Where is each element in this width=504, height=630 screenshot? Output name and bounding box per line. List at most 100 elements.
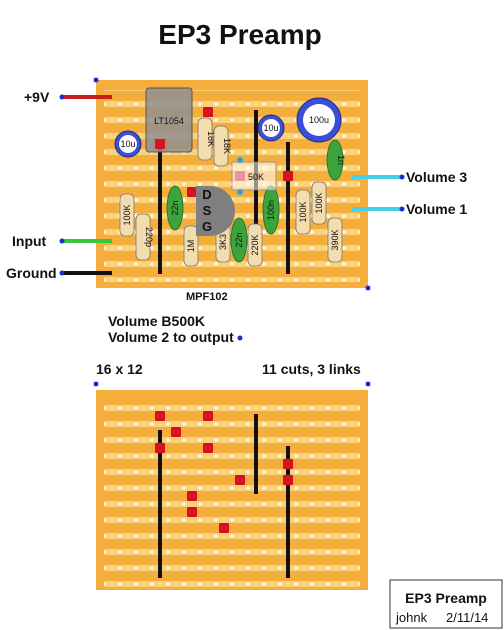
- svg-text:1n: 1n: [336, 155, 346, 165]
- svg-text:220p: 220p: [144, 227, 154, 247]
- svg-text:100K: 100K: [298, 201, 308, 222]
- resistor-18k: 18K: [197, 117, 216, 161]
- corner-dot: [93, 77, 99, 83]
- resistor-220k: 220K: [247, 223, 263, 267]
- svg-text:G: G: [202, 219, 212, 234]
- ic-body: [145, 87, 193, 153]
- title-block-date: 2/11/14: [446, 610, 488, 625]
- link: [286, 446, 290, 578]
- resistor-100k-left: 100K: [119, 193, 135, 237]
- capacitor-10u-mid: 10u: [257, 114, 285, 142]
- bottom-board: [96, 390, 368, 590]
- wire-end-dot: [59, 94, 65, 100]
- resistor-390k: 390K: [327, 217, 343, 263]
- film-capacitors: 1n 22n 22n 100n: [166, 139, 346, 263]
- svg-text:22n: 22n: [234, 232, 244, 247]
- resistor-1m: 1M: [183, 225, 199, 267]
- title-block-author: johnk: [395, 610, 428, 625]
- svg-text:100K: 100K: [314, 192, 324, 213]
- title-block: EP3 Preamp johnk 2/11/14: [389, 579, 503, 629]
- svg-text:100K: 100K: [122, 204, 132, 225]
- svg-text:100n: 100n: [266, 200, 276, 220]
- wire-9v: [62, 95, 112, 99]
- capacitor-220p: 220p: [135, 213, 154, 261]
- off-board-wires: [59, 94, 405, 276]
- cut-marker: [187, 187, 197, 197]
- wire-end-dot: [59, 270, 65, 276]
- svg-text:50K: 50K: [248, 172, 264, 182]
- cut-marker: [219, 523, 229, 533]
- wire-end-dot: [399, 174, 405, 180]
- label-volume1: Volume 1: [406, 201, 467, 217]
- svg-text:D: D: [202, 187, 211, 202]
- svg-text:18K: 18K: [206, 131, 216, 147]
- svg-text:220K: 220K: [250, 234, 260, 255]
- cut-marker: [203, 411, 213, 421]
- capacitor-10u-left: 10u: [114, 130, 142, 158]
- corner-dot: [365, 285, 371, 291]
- notes-line1: Volume B500K: [108, 313, 205, 329]
- cut-marker: [283, 171, 293, 181]
- cut-marker: [283, 475, 293, 485]
- ic-lt1054: LT1054: [145, 87, 193, 153]
- svg-text:10u: 10u: [120, 139, 135, 149]
- cut-marker: [187, 491, 197, 501]
- page-title: EP3 Preamp: [158, 19, 321, 50]
- cut-marker: [235, 475, 245, 485]
- bottom-board-strips: [104, 398, 360, 590]
- wire-ground: [62, 271, 112, 275]
- cut-marker: [203, 107, 213, 117]
- capacitor-22n-left: 22n: [166, 185, 184, 231]
- cut-marker: [155, 139, 165, 149]
- corner-dot: [365, 381, 371, 387]
- label-ground: Ground: [6, 265, 57, 281]
- label-volume3: Volume 3: [406, 169, 467, 185]
- svg-text:3K3: 3K3: [218, 234, 228, 250]
- corner-dot: [93, 381, 99, 387]
- trimmer-50k: 50K: [231, 157, 277, 195]
- resistor-100k-right2: 100K: [311, 181, 327, 225]
- cut-marker: [187, 507, 197, 517]
- svg-text:390K: 390K: [330, 229, 340, 250]
- label-9v: +9V: [24, 89, 50, 105]
- link: [158, 142, 162, 274]
- cut-marker: [171, 427, 181, 437]
- svg-text:1M: 1M: [186, 240, 196, 253]
- notes-line2: Volume 2 to output: [108, 329, 234, 345]
- wire-end-dot: [399, 206, 405, 212]
- wire-volume1: [352, 207, 402, 211]
- jfet-mpf102: D S G: [196, 186, 235, 236]
- wire-end-dot: [59, 238, 65, 244]
- cut-marker: [155, 443, 165, 453]
- cut-marker: [283, 459, 293, 469]
- label-transistor: MPF102: [186, 291, 228, 303]
- corner-dot: [237, 335, 243, 341]
- title-block-title: EP3 Preamp: [405, 590, 487, 606]
- label-input: Input: [12, 233, 47, 249]
- svg-text:10u: 10u: [263, 123, 278, 133]
- electrolytic-capacitors: 10u 10u 100u: [114, 97, 342, 158]
- label-board-size: 16 x 12: [96, 361, 143, 377]
- capacitor-22n-mid: 22n: [230, 217, 248, 263]
- wire-input: [62, 239, 112, 243]
- cut-marker: [203, 443, 213, 453]
- link: [158, 430, 162, 578]
- link: [254, 414, 258, 494]
- svg-text:S: S: [203, 203, 212, 218]
- ic-label: LT1054: [154, 116, 184, 126]
- svg-text:100u: 100u: [309, 115, 329, 125]
- bottom-cuts: [155, 411, 293, 533]
- resistors: 18K 18K 100K 1M 3K3 220K 100K 100K: [119, 117, 343, 267]
- capacitor-100u: 100u: [296, 97, 342, 143]
- capacitor-1n: 1n: [326, 139, 346, 181]
- capacitor-100n: 100n: [262, 185, 280, 235]
- cut-marker: [155, 411, 165, 421]
- resistor-100k-right: 100K: [295, 189, 311, 235]
- svg-text:18K: 18K: [222, 138, 232, 154]
- svg-text:22n: 22n: [170, 200, 180, 215]
- bottom-links: [158, 414, 290, 578]
- link: [286, 142, 290, 274]
- resistor-18k-b: 18K: [213, 125, 232, 167]
- label-cuts-links: 11 cuts, 3 links: [262, 361, 361, 377]
